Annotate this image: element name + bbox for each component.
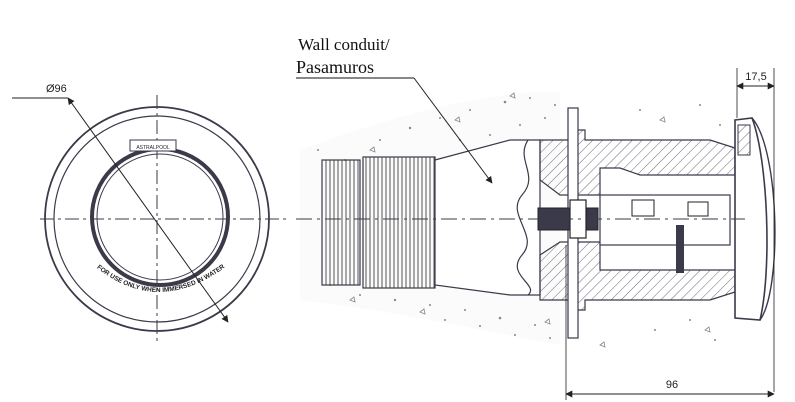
- concrete-triangles: [349, 92, 711, 348]
- section-view: Wall conduit/ Pasamuros 17,5 96: [296, 35, 776, 400]
- dim-flange-value: 17,5: [745, 71, 766, 83]
- brand-badge-text: ASTRALPOOL: [136, 145, 170, 151]
- front-lens-clip: [737, 124, 751, 156]
- brand-badge: [129, 139, 177, 152]
- callout-leader: [413, 77, 493, 184]
- lens-ring-inner: [96, 153, 224, 281]
- break-line: [516, 139, 531, 296]
- lamp-ring: [676, 225, 684, 273]
- clip-left: [631, 199, 655, 217]
- lamp-body: [599, 194, 731, 246]
- conduit-thread-left: [321, 159, 361, 286]
- callout-line-2: Pasamuros: [296, 57, 374, 77]
- conduit-thread-right: [362, 156, 436, 289]
- front-lens-flange: [734, 117, 768, 321]
- diameter-leader-line: [67, 97, 229, 323]
- lens-ring-outer: [90, 147, 230, 287]
- diameter-label: Ø96: [46, 83, 67, 95]
- front-view: Ø96 ASTRALPOOL FOR USE ONLY WHEN IMMERSE…: [12, 83, 290, 345]
- callout-line-1: Wall conduit/: [298, 35, 390, 54]
- conduit-body: [434, 139, 541, 296]
- clip-right: [687, 201, 709, 217]
- dim-body-value: 96: [666, 379, 678, 391]
- front-lens-curve: [751, 117, 776, 321]
